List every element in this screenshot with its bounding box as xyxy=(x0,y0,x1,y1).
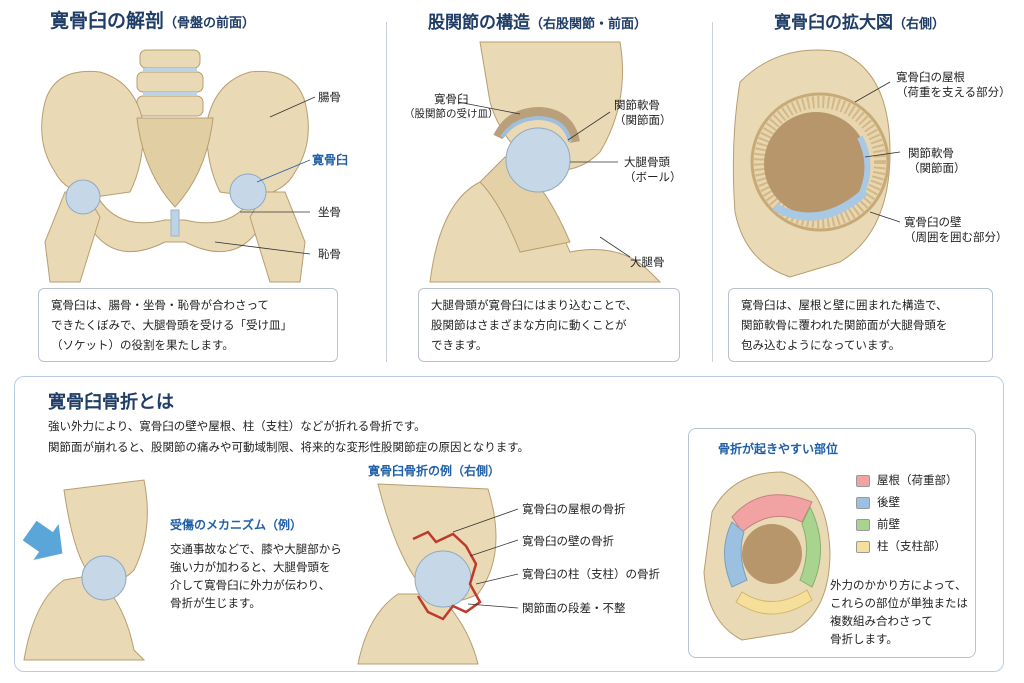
label-ilium: 腸骨 xyxy=(318,90,341,104)
articular-surface xyxy=(773,188,868,221)
label-acetabular-roof: 寛骨臼の屋根（荷重を支える部分） xyxy=(896,70,1011,99)
sacrum xyxy=(136,117,214,208)
legend-item-anterior-wall: 前壁 xyxy=(856,516,958,538)
fracture-title: 寛骨臼骨折とは xyxy=(48,392,174,413)
panel2-title: 股関節の構造（右股関節・前面） xyxy=(428,13,648,33)
force-arrow-icon xyxy=(22,520,63,561)
panel3-description: 寛骨臼は、屋根と壁に囲まれた構造で、 関節軟骨に覆われた関節面が大腿骨頭を 包み… xyxy=(728,288,993,362)
roof-region xyxy=(731,494,813,533)
fracture-example-illustration xyxy=(357,483,519,665)
label-ischium: 坐骨 xyxy=(318,205,341,219)
panel1-title: 寛骨臼の解剖（骨盤の前面） xyxy=(50,10,256,32)
fracture-section xyxy=(14,376,1004,672)
legend-swatch-posterior xyxy=(856,496,870,509)
fracture-sites-illustration xyxy=(703,471,831,641)
panel2-description: 大腿骨頭が寛骨臼にはまり込むことで、 股関節はさまざまな方向に動くことが できま… xyxy=(418,288,680,362)
right-ilium xyxy=(206,70,309,198)
panel3-title: 寛骨臼の拡大図（右側） xyxy=(774,13,946,33)
legend-swatch-anterior xyxy=(856,518,870,531)
legend-item-roof: 屋根（荷重部） xyxy=(856,472,958,494)
legend-item-column: 柱（支柱部） xyxy=(856,538,958,560)
legend-item-posterior-wall: 後壁 xyxy=(856,494,958,516)
example-title: 寛骨臼骨折の例（右側） xyxy=(368,464,501,478)
spine-vertebrae xyxy=(136,49,204,117)
acetabular-fossa xyxy=(764,112,868,216)
femoral-head xyxy=(505,127,571,193)
column-region xyxy=(735,589,813,615)
label-articular-cartilage: 関節軟骨（関節面） xyxy=(614,98,672,127)
femoral-head-mechanism xyxy=(81,555,127,601)
femoral-head-fracture xyxy=(414,550,472,608)
label-acetabulum: 寛骨臼 xyxy=(312,153,349,167)
pelvis-illustration xyxy=(41,49,316,283)
hip-joint-illustration xyxy=(429,41,662,283)
label-femur: 大腿骨 xyxy=(630,255,665,269)
legend-swatch-column xyxy=(856,540,870,553)
panel1-description: 寛骨臼は、腸骨・坐骨・恥骨が合わさって できたくぼみで、大腿骨頭を受ける「受け皿… xyxy=(38,288,338,362)
label-acetabular-wall: 寛骨臼の壁（周囲を囲む部分） xyxy=(904,215,1008,244)
mechanism-illustration xyxy=(22,479,148,661)
label-wall-fracture: 寛骨臼の壁の骨折 xyxy=(522,534,614,548)
acetabulum-closeup-illustration xyxy=(732,49,901,278)
label-pubis: 恥骨 xyxy=(318,247,341,261)
acetabulum-socket xyxy=(493,106,580,144)
femur-fracture xyxy=(357,593,479,665)
label-articular-step: 関節面の段差・不整 xyxy=(522,601,626,615)
label-acetabulum-socket: 寛骨臼（股関節の受け皿） xyxy=(404,92,499,120)
legend-swatch-roof xyxy=(856,474,870,487)
divider-2 xyxy=(712,22,713,362)
label-femoral-head: 大腿骨頭（ボール） xyxy=(624,155,682,184)
label-cartilage-closeup: 関節軟骨（関節面） xyxy=(908,146,966,175)
fracture-sites-box xyxy=(688,428,976,658)
sites-note: 外力のかかり方によって、 これらの部位が単独または 複数組み合わさって 骨折しま… xyxy=(830,578,968,646)
label-roof-fracture: 寛骨臼の屋根の骨折 xyxy=(522,502,626,516)
label-column-fracture: 寛骨臼の柱（支柱）の骨折 xyxy=(522,567,660,581)
posterior-wall-region xyxy=(724,521,748,588)
mechanism-text: 交通事故などで、膝や大腿部から 強い力が加わると、大腿骨頭を 介して寛骨臼に外力… xyxy=(170,542,342,610)
fracture-line-icon xyxy=(412,530,482,621)
mechanism-title: 受傷のメカニズム（例） xyxy=(170,518,303,532)
left-ilium xyxy=(41,70,144,198)
sites-title: 骨折が起きやすい部位 xyxy=(718,442,839,456)
anterior-wall-region xyxy=(799,505,821,588)
sites-legend: 屋根（荷重部） 後壁 前壁 柱（支柱部） xyxy=(856,472,958,560)
divider-1 xyxy=(386,22,387,362)
fracture-intro: 強い外力により、寛骨臼の壁や屋根、柱（支柱）などが折れる骨折です。 関節面が崩れ… xyxy=(48,419,530,454)
